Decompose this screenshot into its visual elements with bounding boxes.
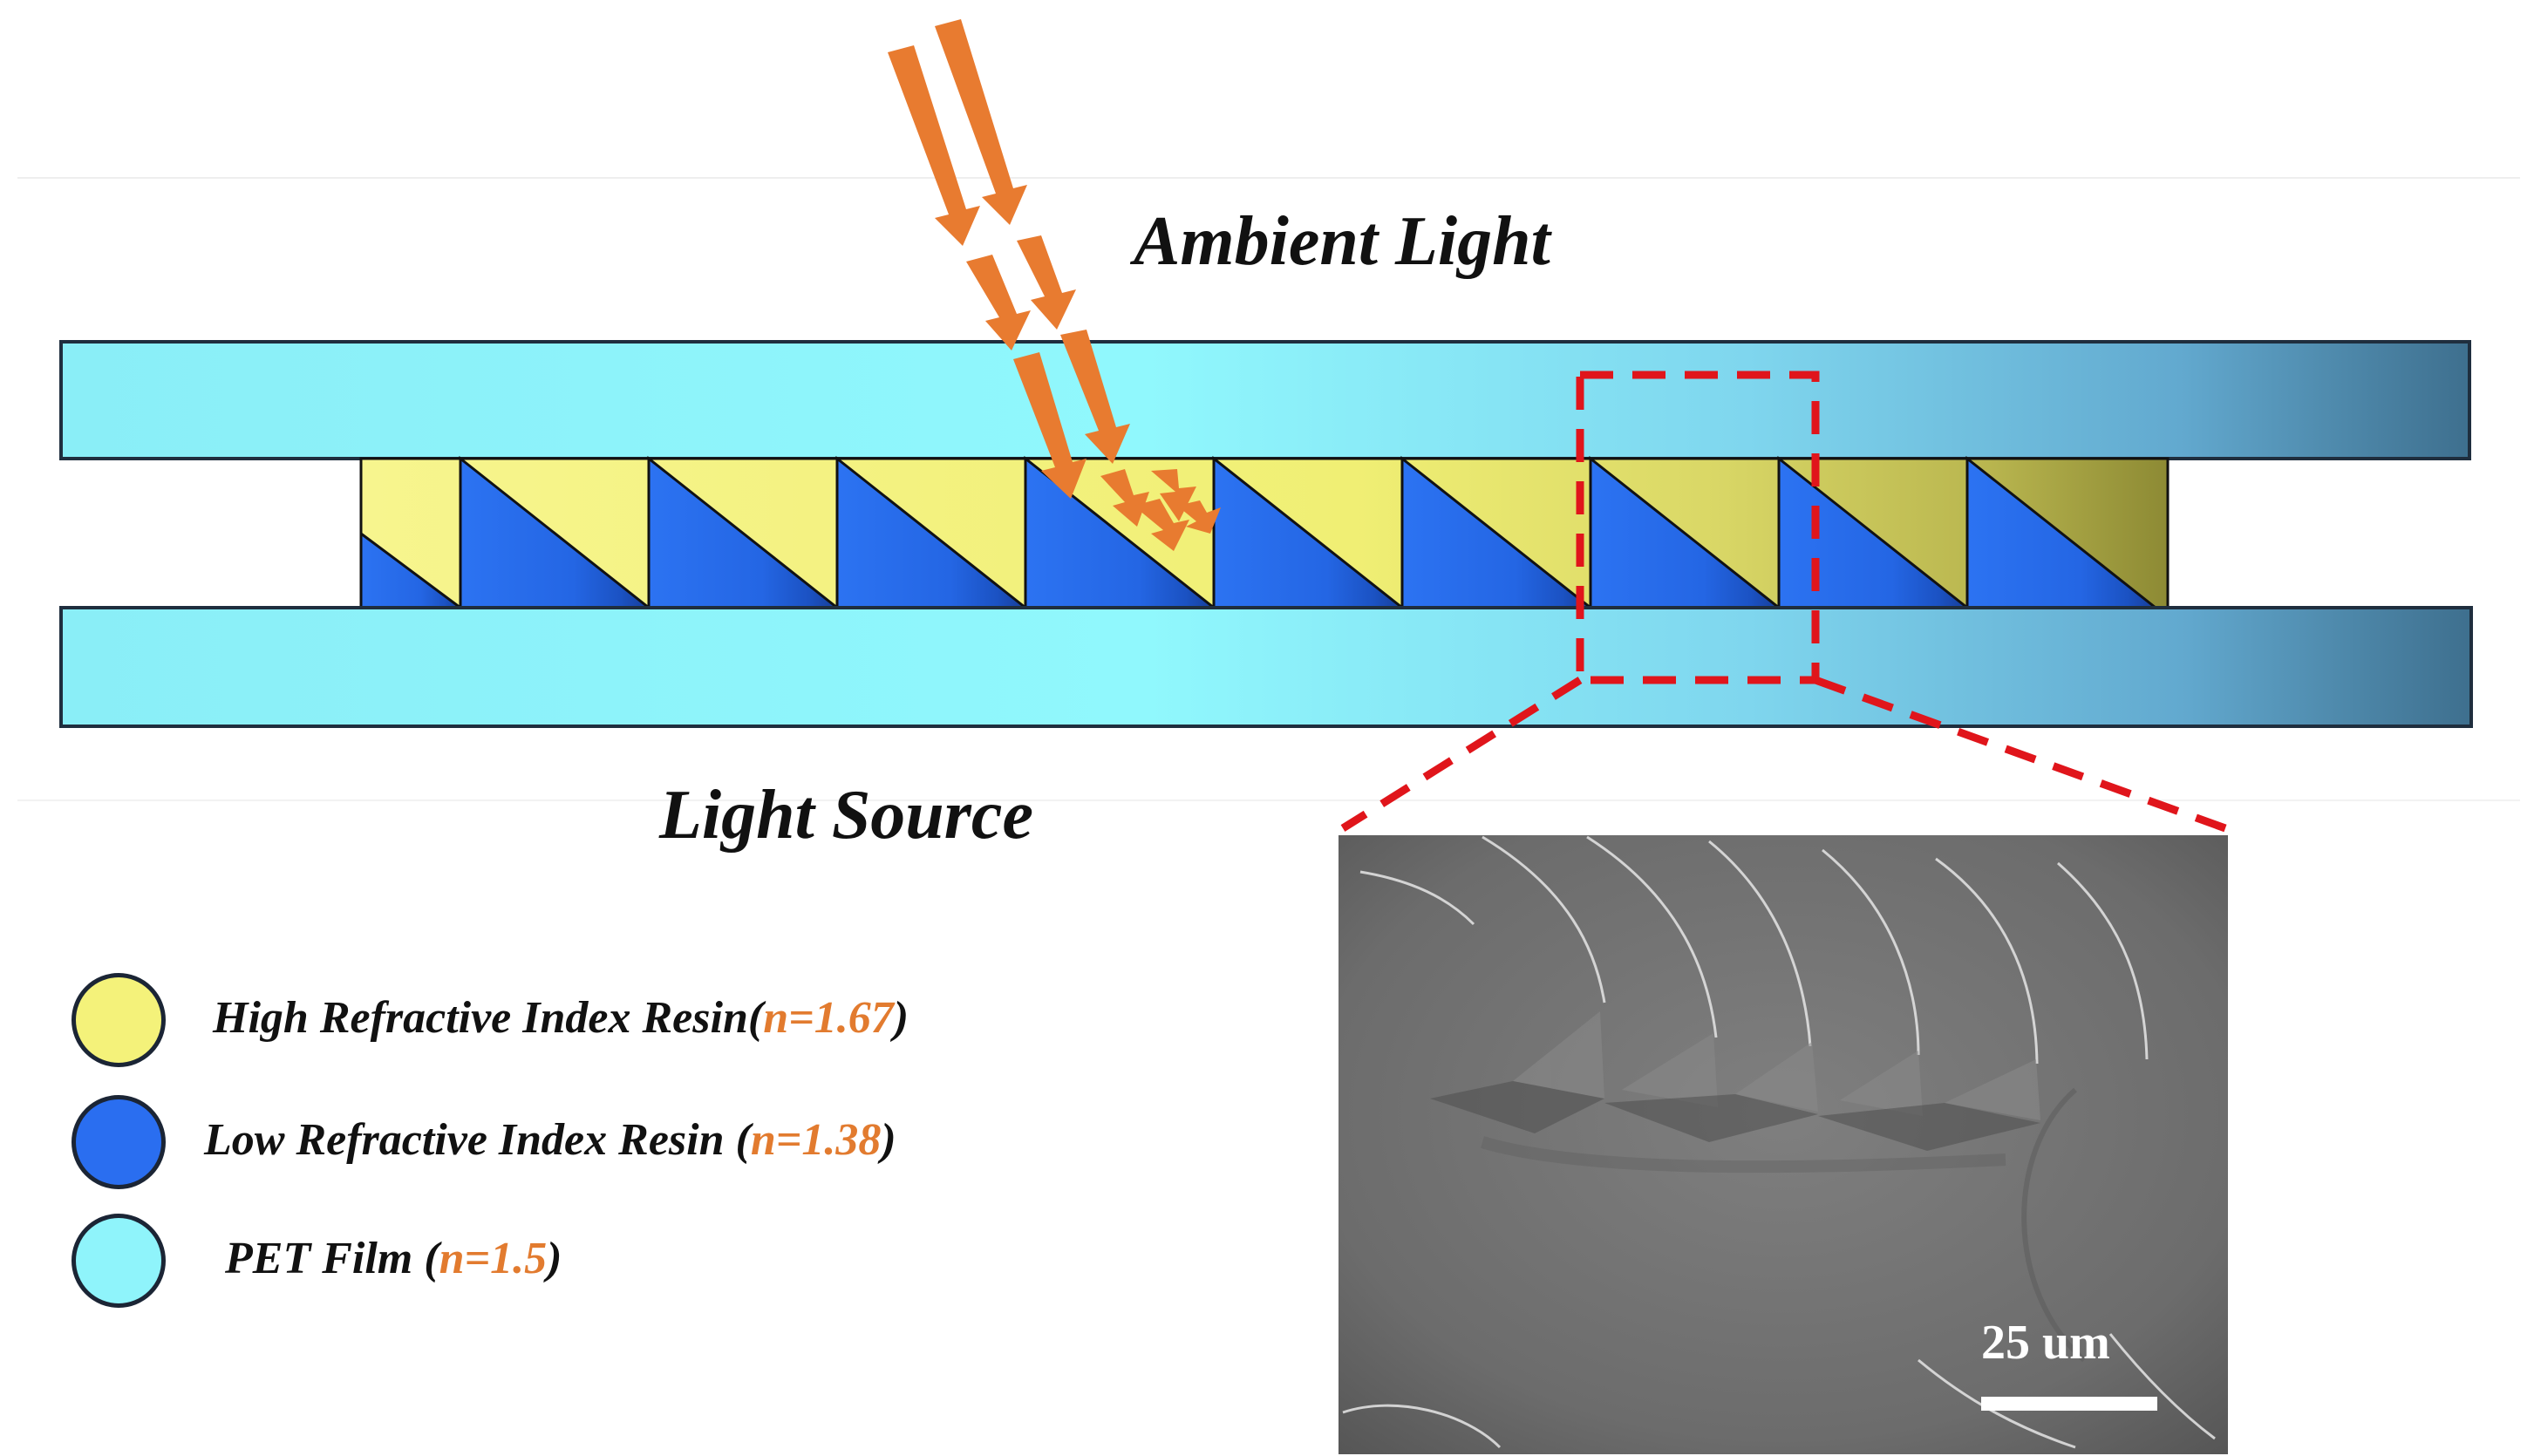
legend-index: n=1.5 (439, 1234, 548, 1283)
light-source-label: Light Source (659, 777, 1033, 854)
pet-film-swatch (72, 1214, 166, 1308)
light-ray-1c (1013, 352, 1086, 499)
legend-name: Low Refractive Index Resin ( (204, 1115, 751, 1165)
legend-label: Low Refractive Index Resin (n=1.38) (204, 1114, 896, 1166)
zoom-line-left (1340, 677, 1583, 832)
scale-bar (1981, 1397, 2157, 1411)
legend-name: PET Film ( (225, 1234, 439, 1283)
prism-layer (359, 455, 2170, 609)
legend-label: High Refractive Index Resin(n=1.67) (213, 992, 909, 1044)
pet-film-bottom (59, 606, 2473, 728)
reflected-ray-1 (1100, 469, 1149, 527)
ambient-light-label: Ambient Light (1134, 203, 1550, 280)
legend-item-high-index: High Refractive Index Resin(n=1.67) (72, 973, 1118, 1078)
light-ray-1a (888, 45, 980, 246)
pet-film-top (59, 340, 2471, 460)
sem-micrograph (1339, 835, 2228, 1454)
low-index-swatch (72, 1095, 166, 1189)
zoom-box (1576, 371, 1820, 684)
light-ray-2c (1060, 330, 1130, 464)
scale-bar-label: 25 um (1981, 1316, 2110, 1370)
legend-name: High Refractive Index Resin( (213, 993, 764, 1043)
legend-close: ) (893, 993, 909, 1043)
reflected-ray-4 (1177, 500, 1221, 534)
high-index-swatch (72, 973, 166, 1067)
legend-item-pet-film: PET Film (n=1.5) (72, 1214, 1118, 1318)
legend-index: n=1.38 (750, 1115, 882, 1165)
legend-close: ) (547, 1234, 562, 1283)
legend-close: ) (881, 1115, 896, 1165)
zoom-line-right (1814, 676, 2227, 833)
light-ray-1b (966, 255, 1031, 350)
legend-label: PET Film (n=1.5) (225, 1233, 562, 1284)
light-ray-2b (1017, 235, 1076, 330)
legend-index: n=1.67 (763, 993, 894, 1043)
light-ray-2a (935, 19, 1027, 225)
reflected-ray-3 (1134, 499, 1189, 551)
ambient-light-arrows (888, 19, 1221, 551)
legend-item-low-index: Low Refractive Index Resin (n=1.38) (72, 1095, 1118, 1200)
